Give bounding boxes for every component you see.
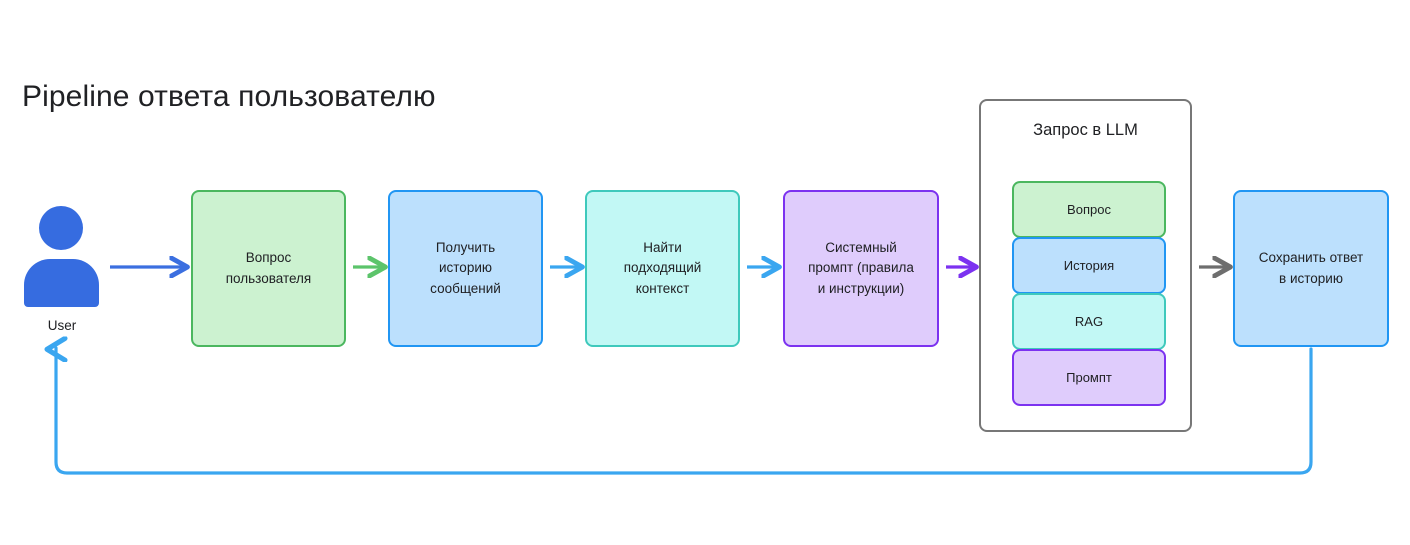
user-actor: User — [18, 206, 99, 341]
llm-part-prompt-label: Промпт — [1066, 370, 1112, 385]
llm-part-question-label: Вопрос — [1067, 202, 1111, 217]
llm-part-prompt[interactable]: Промпт — [1012, 349, 1166, 406]
llm-part-rag[interactable]: RAG — [1012, 293, 1166, 350]
arrow-feedback-loop — [56, 348, 1313, 475]
llm-part-history-label: История — [1063, 258, 1115, 273]
page-title: Pipeline ответа пользователю — [22, 80, 436, 113]
user-avatar-body-icon — [24, 259, 99, 307]
llm-part-rag-label: RAG — [1074, 314, 1104, 329]
user-avatar-head-icon — [39, 206, 83, 250]
llm-request-title: Запрос в LLM — [1033, 121, 1138, 139]
llm-part-question[interactable]: Вопрос — [1012, 181, 1166, 238]
llm-part-history[interactable]: История — [1012, 237, 1166, 294]
user-label: User — [47, 318, 77, 333]
